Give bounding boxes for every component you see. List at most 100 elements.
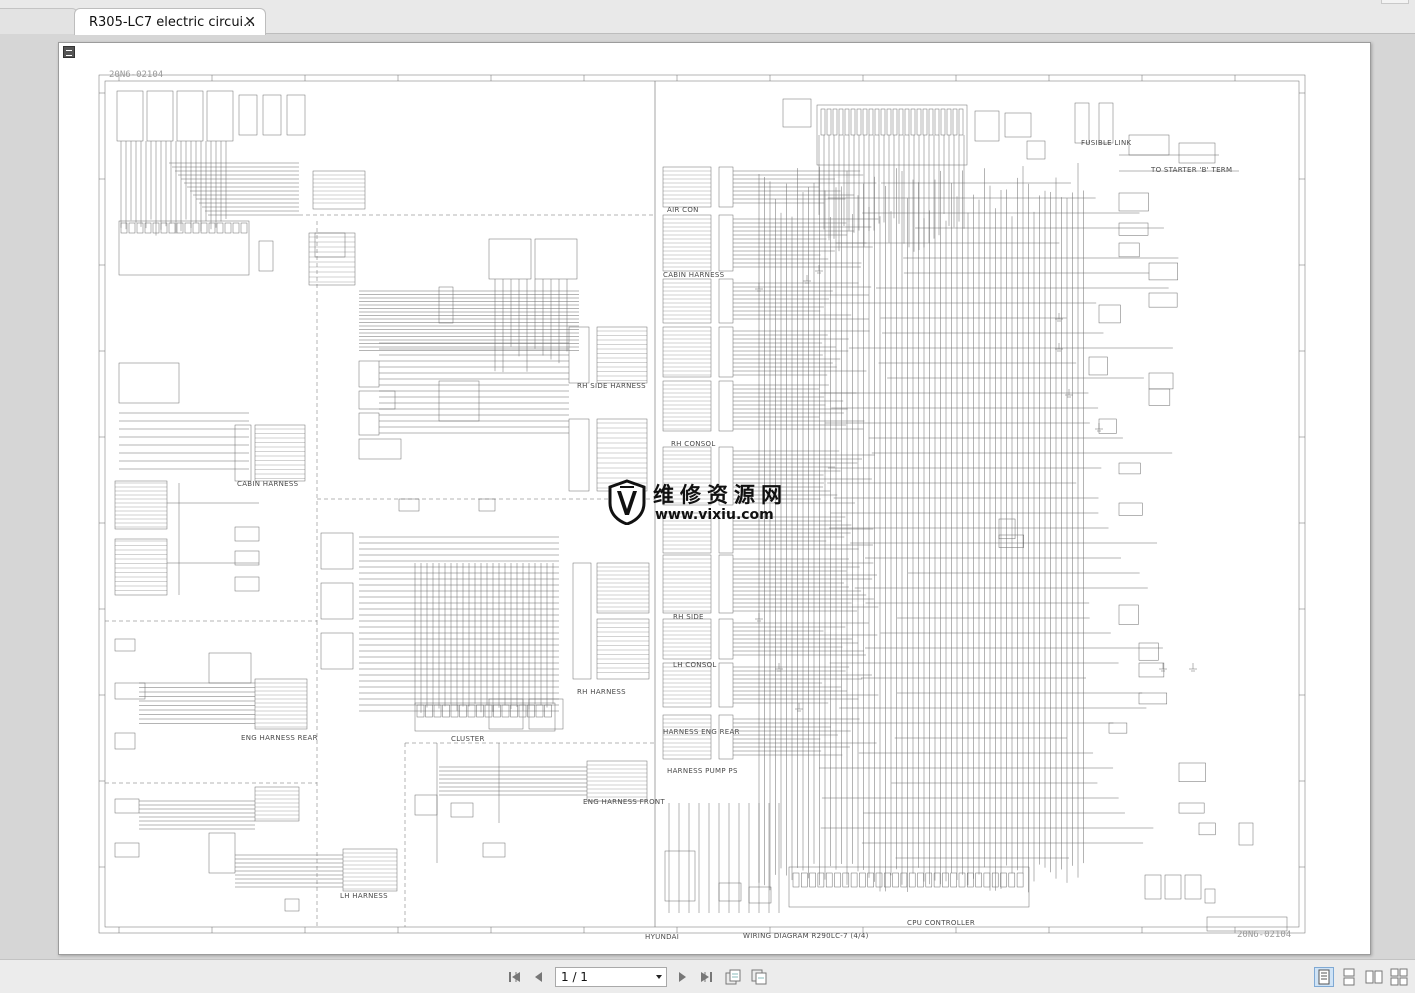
pin [983,872,991,888]
component [114,638,136,652]
component [1118,462,1141,475]
harness-label: RH HARNESS [577,688,626,696]
connector [718,446,734,506]
fuse [934,108,940,136]
fuse [946,108,952,136]
component [114,682,146,700]
component [1088,356,1108,376]
page-number-select[interactable]: 1 / 1 [555,967,667,987]
document-tab[interactable]: R305-LC7 electric circui... ✕ [74,8,266,35]
fuse [826,108,832,136]
harness-label: RH SIDE HARNESS [577,382,646,390]
switch-block [146,90,174,142]
component [1118,222,1149,236]
harness-label: AIR CON [667,206,699,214]
connector [718,662,734,708]
controller-block [118,220,250,276]
relay-block [1004,112,1032,138]
pin [950,872,957,888]
watermark-url: www.vixiu.com [655,507,774,523]
harness-label: ENG HARNESS FRONT [583,798,666,806]
fuse [874,108,880,136]
pin [975,872,982,888]
component [450,802,474,818]
connector-table [308,232,356,286]
harness-label: TO STARTER 'B' TERM [1151,166,1233,174]
component [1184,874,1202,900]
component [1098,304,1121,324]
component [1144,874,1162,900]
connector [718,166,734,208]
last-page-icon[interactable] [697,968,715,986]
component [114,798,140,814]
document-viewer[interactable]: 20N6-02104 20N6-02104 CABIN HARNESS RH S… [0,35,1415,959]
title-block [1206,916,1288,932]
component [114,842,140,858]
connector-table [596,618,650,680]
next-page-icon[interactable] [673,968,691,986]
connector-table [662,278,712,324]
pin [459,704,467,718]
fuse [922,108,928,136]
fuse [898,108,904,136]
harness-label: RH SIDE [673,613,704,621]
page-thumbnail-icon[interactable] [63,46,75,58]
close-icon[interactable]: ✕ [244,14,256,30]
fuse [910,108,916,136]
sheet-number-bottom: 20N6-02104 [1237,930,1292,940]
first-page-icon[interactable] [506,968,524,986]
single-page-view-button[interactable] [1314,967,1334,987]
cpu-controller [788,866,1030,908]
component [1204,888,1216,904]
pin [1000,872,1007,888]
relay-block [286,94,306,136]
connector-table [662,662,712,708]
pin [128,222,136,234]
connector [234,424,252,482]
switch-block [320,632,354,670]
pin [518,704,527,718]
watermark: 维修资源网 www.vixiu.com [607,479,807,529]
component [1178,762,1206,782]
switch-block [320,532,354,570]
component [358,360,380,388]
component [284,898,300,912]
fit-page-icon[interactable] [724,968,742,986]
component [998,534,1024,548]
pin [216,222,224,234]
component [234,526,260,542]
component [208,832,236,874]
pin [1008,872,1016,888]
pin [908,872,916,888]
wiring-diagram [98,74,1306,934]
harness-label: HARNESS ENG REAR [663,728,740,736]
component [1118,604,1139,625]
pin [892,872,899,888]
pin [476,704,484,718]
continuous-icon[interactable] [1340,968,1358,986]
component [1118,502,1143,516]
component [1178,802,1205,814]
fit-width-icon[interactable] [750,968,768,986]
connector [568,326,590,384]
component [1148,292,1178,308]
connector-table [662,446,712,506]
pin [1016,872,1024,888]
pin [834,872,841,888]
pin [535,704,544,718]
two-page-icon[interactable] [1365,968,1383,986]
component [234,576,260,592]
connector [718,326,734,378]
previous-page-icon[interactable] [530,968,548,986]
two-page-continuous-icon[interactable] [1390,968,1408,986]
connector [568,418,590,492]
component [1098,418,1117,434]
tab-previous-edge[interactable] [0,8,78,34]
connector-row [414,702,556,732]
pin [184,222,192,234]
component [398,498,420,512]
switch-block [488,238,532,280]
pin [967,872,974,888]
pin [817,872,825,888]
pin [850,872,858,888]
